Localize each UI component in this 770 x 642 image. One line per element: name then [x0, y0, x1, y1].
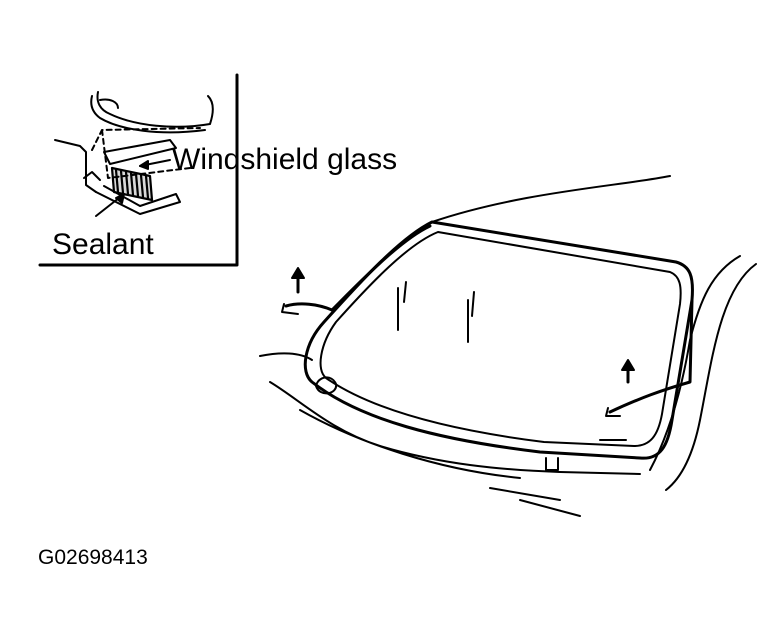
figure-id-label: G02698413 — [38, 546, 148, 569]
up-arrow-icon — [291, 267, 305, 294]
right-pillar-inner — [665, 263, 757, 491]
glass-edge-hidden — [91, 127, 201, 179]
flange-lip — [83, 171, 101, 181]
glass-section — [103, 139, 177, 165]
roof-line — [431, 175, 671, 223]
windshield-glass-pane — [319, 231, 682, 447]
cowl-panel — [259, 352, 641, 517]
flange — [95, 185, 181, 215]
molding-outer — [303, 220, 694, 460]
main-view — [259, 175, 757, 517]
leader-windshield-arrowhead — [139, 160, 149, 170]
windshield-glass-label: Windshield glass — [172, 143, 398, 176]
up-arrow-icon — [621, 359, 635, 384]
molding-strip-left — [284, 224, 432, 312]
molding-strip-right — [608, 298, 694, 414]
molding-strip-right-end — [605, 407, 621, 417]
glass-reflection-1 — [397, 281, 407, 331]
molding-profile — [90, 91, 214, 134]
detail-inset — [38, 73, 239, 267]
leader-sealant-arrowhead — [115, 193, 125, 204]
sealant-bead — [110, 166, 154, 202]
wiper-pivot — [315, 376, 338, 395]
glass-reflection-2 — [467, 291, 475, 343]
lower-clip — [545, 457, 559, 471]
inset-frame — [38, 73, 239, 267]
body-panel-edge — [54, 139, 97, 193]
sealant-label: Sealant — [52, 228, 154, 261]
molding-strip-left-end — [281, 303, 299, 315]
